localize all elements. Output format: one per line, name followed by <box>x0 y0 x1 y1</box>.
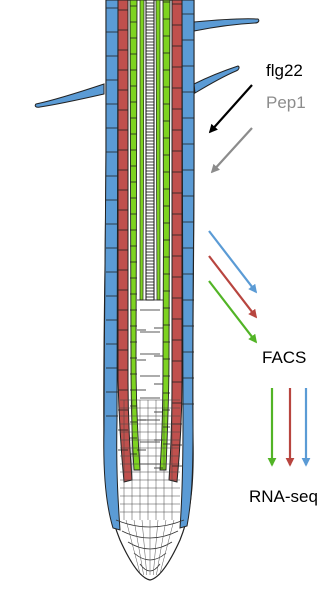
flg22-label: flg22 <box>266 61 303 80</box>
root <box>35 0 259 580</box>
rnaseq-label: RNA-seq <box>249 487 318 506</box>
pep1-arrow <box>212 128 252 172</box>
root-hair-right-middle <box>194 66 239 93</box>
root-hair-left <box>35 84 104 107</box>
blue-diagonal-arrow <box>209 231 256 292</box>
pep1-label: Pep1 <box>266 93 306 112</box>
green-diagonal-arrow <box>209 281 256 342</box>
root-hair-right-upper <box>194 19 259 31</box>
stele-strand-left <box>140 0 144 300</box>
stele-strand-right <box>156 0 160 300</box>
stele-xylem <box>146 0 154 300</box>
flg22-arrow <box>210 85 252 132</box>
red-diagonal-arrow <box>209 256 256 317</box>
facs-label: FACS <box>262 348 306 367</box>
